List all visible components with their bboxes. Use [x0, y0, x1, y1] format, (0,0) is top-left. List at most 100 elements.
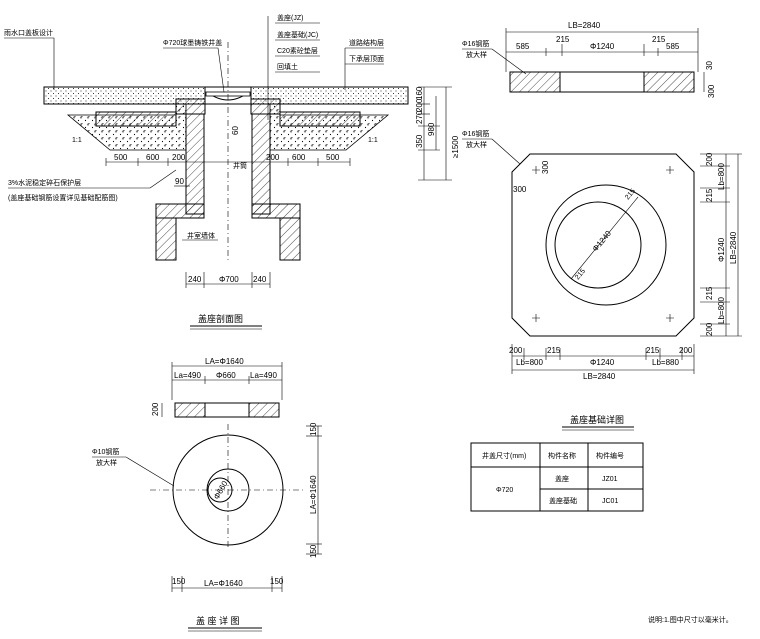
rebar-label-plan: Φ16钢筋 — [462, 129, 489, 138]
dim-60: 60 — [231, 126, 240, 135]
chamber-wall-right — [279, 217, 301, 261]
dim-160: 160 — [415, 86, 424, 100]
base-inner-215-a: 215 — [624, 188, 637, 202]
base-right-dim-200: 200 — [705, 152, 714, 166]
right-label-structure: 道路结构层 — [349, 38, 384, 47]
section-view: 雨水口盖板设计 Φ720球墨铸铁井盖 盖座(JZ) 盖座基础(JC) C20素砼… — [4, 13, 460, 330]
dim-600-left: 600 — [146, 153, 160, 162]
dim-600-right: 600 — [292, 153, 306, 162]
chamber-wall-left — [155, 217, 177, 261]
table-header-code: 构件编号 — [596, 451, 624, 460]
base-dim-total-top: LB=2840 — [568, 21, 601, 30]
drawing-note: 说明:1.图中尺寸以毫米计。 — [648, 615, 733, 624]
seat-dim-200: 200 — [151, 402, 160, 416]
dim-700: Φ700 — [219, 275, 239, 284]
shaft-wall-right — [251, 113, 271, 215]
dim-90: 90 — [175, 177, 184, 186]
dim-200-left: 200 — [172, 153, 186, 162]
slope-left: 1:1 — [72, 137, 82, 144]
base-right-dim-lb: Lb=800 — [717, 163, 726, 190]
base-right-dim-lb-b: Lb=800 — [717, 297, 726, 324]
rebar-label-top: Φ16钢筋 — [462, 39, 489, 48]
base-plan-outline — [511, 153, 695, 337]
dim-500-right: 500 — [326, 153, 340, 162]
base-right-dim-total: LB=2840 — [729, 231, 738, 264]
seat-dim-660: Φ660 — [216, 371, 236, 380]
seat-dim-la-right: La=490 — [250, 371, 277, 380]
base-dim-corner-300-a: 300 — [541, 160, 550, 174]
layer-label: 盖座(JZ) — [277, 13, 303, 22]
seat-dim-150-right: 150 — [270, 577, 284, 586]
base-strip-left — [509, 71, 561, 93]
dim-1500: ≥1500 — [451, 135, 460, 158]
shaft-wall-left — [185, 113, 205, 215]
dims-left: 500 600 200 — [114, 153, 186, 162]
seat-dim-150-bottom: 150 — [309, 544, 318, 558]
seat-dim-la-left: La=490 — [174, 371, 201, 380]
layer-label: C20素砼垫层 — [277, 46, 318, 55]
table-row: 盖座 — [555, 474, 569, 483]
base-bottom-dim-215-a: 215 — [547, 346, 561, 355]
section-title: 盖座剖面图 — [198, 313, 243, 324]
seat-dim-150-top: 150 — [309, 422, 318, 436]
road-label: 雨水口盖板设计 — [4, 28, 53, 37]
seat-rebar-label: Φ10钢筋 — [92, 447, 119, 456]
base-bottom-dim-215-b: 215 — [646, 346, 660, 355]
layer-label: 盖座基础(JC) — [277, 30, 318, 39]
base-dim-corner-300-b: 300 — [513, 185, 527, 194]
base-dim-215-left: 215 — [556, 35, 570, 44]
layer-labels: 盖座(JZ) 盖座基础(JC) C20素砼垫层 回填土 — [275, 13, 320, 73]
base-bottom-dim-total: LB=2840 — [583, 372, 616, 381]
base-bottom-dim-lb-b: Lb=880 — [652, 358, 679, 367]
base-outer-circle — [545, 184, 667, 306]
rebar-label-plan-2: 放大样 — [466, 140, 487, 149]
left-note-1: 3%水泥稳定碎石保护层 — [8, 178, 81, 187]
base-strip-right — [643, 71, 695, 93]
seat-dim-150-left: 150 — [172, 577, 186, 586]
seat-dim-vertical: LA=Φ1640 — [309, 475, 318, 514]
dim-980: 980 — [427, 122, 436, 136]
base-dim-215-right: 215 — [652, 35, 666, 44]
right-label-base: 下承层顶面 — [349, 54, 384, 63]
base-slab-left — [95, 111, 177, 127]
chamber-top-right — [251, 203, 301, 219]
seat-strip-left — [174, 402, 206, 418]
table-row: 盖座基础 — [549, 496, 577, 505]
seat-strip-right — [248, 402, 280, 418]
base-dim-300-strip: 300 — [707, 84, 716, 98]
table-header-size: 井盖尺寸(mm) — [482, 451, 526, 460]
base-bottom-dim-200-a: 200 — [509, 346, 523, 355]
base-inner-circle — [554, 201, 642, 289]
rebar-label-top-2: 放大样 — [466, 50, 487, 59]
base-dim-585-left: 585 — [516, 42, 530, 51]
base-left — [66, 103, 187, 151]
wall-label: 井室墙体 — [187, 231, 215, 240]
base-bottom-dim-200-b: 200 — [679, 346, 693, 355]
dim-200-right: 200 — [266, 153, 280, 162]
layer-label: 回填土 — [277, 62, 298, 71]
base-slab-right — [279, 111, 361, 127]
anchor-crosses — [532, 166, 674, 322]
seat-inner-label: Φ660 — [212, 479, 230, 501]
dim-240-right: 240 — [253, 275, 267, 284]
dim-200: 200 — [415, 98, 424, 112]
base-plan-title: 盖座基础详图 — [570, 414, 624, 425]
base-right-dim-215-b: 215 — [705, 286, 714, 300]
seat-dim-total-top: LA=Φ1640 — [205, 357, 244, 366]
base-dim-30: 30 — [705, 61, 714, 70]
seat-plan-title: 盖 座 详 图 — [196, 615, 240, 626]
base-dim-1240-top: Φ1240 — [590, 42, 615, 51]
shaft-label: 井筒 — [233, 161, 247, 170]
chamber-top-left — [155, 203, 205, 219]
base-right-dim-200-b: 200 — [705, 322, 714, 336]
table-row: JC01 — [602, 498, 618, 505]
base-right-dim-215: 215 — [705, 188, 714, 202]
seat-dim-total-bottom: LA=Φ1640 — [204, 579, 243, 588]
dim-270: 270 — [415, 110, 424, 124]
slope-right: 1:1 — [368, 137, 378, 144]
base-inner-215-b: 215 — [574, 268, 587, 282]
base-circle-label: Φ1240 — [591, 229, 614, 254]
dims-vertical: 160 200 270 350 980 ≥1500 — [415, 86, 460, 181]
base-plan-view: LB=2840 585 215 Φ1240 215 585 30 300 Φ16… — [462, 21, 742, 431]
dim-240-left: 240 — [188, 275, 202, 284]
